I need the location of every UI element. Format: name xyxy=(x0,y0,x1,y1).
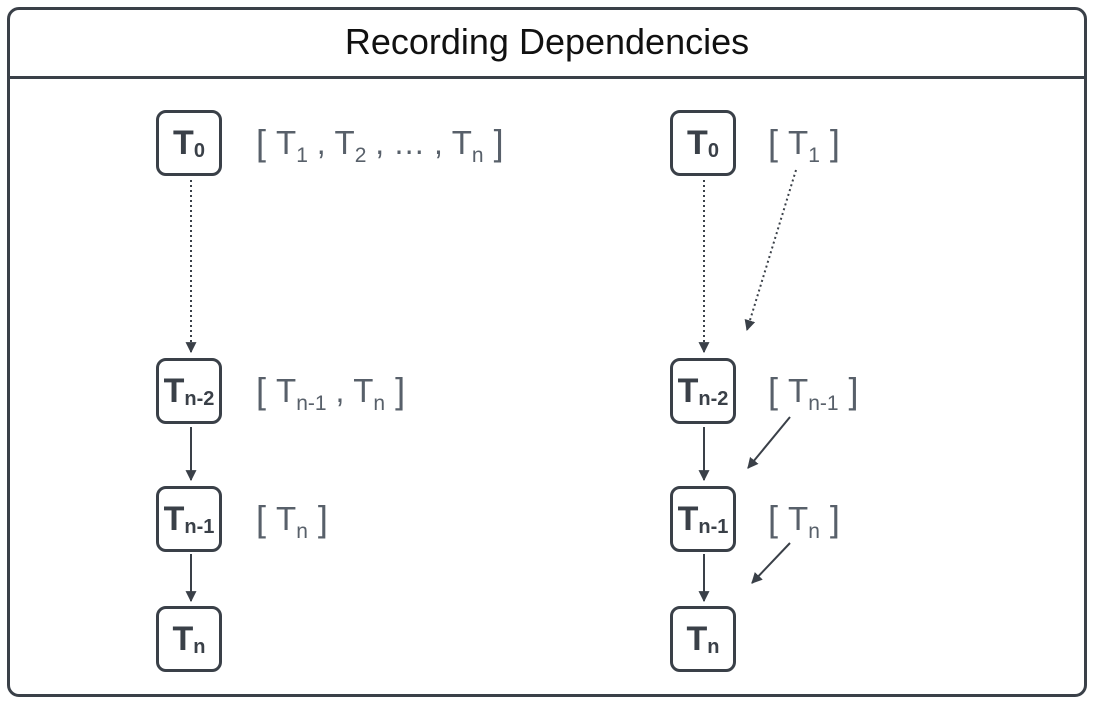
bracket-close: ] xyxy=(385,370,406,411)
bracket-open: [ xyxy=(256,370,277,411)
dependency-item: Tn xyxy=(276,500,308,543)
dependency-subscript: n xyxy=(808,520,820,543)
bracket-close: ] xyxy=(838,370,859,411)
dependency-item: Tn xyxy=(788,500,820,543)
bracket-open: [ xyxy=(768,498,789,539)
deps-left-tn-1: [ Tn ] xyxy=(256,497,328,543)
bracket-close: ] xyxy=(307,498,328,539)
ellipsis: … xyxy=(393,124,426,161)
deps-right-t0: [ T1 ] xyxy=(768,121,840,167)
deps-left-tn-2: [ Tn-1 , Tn ] xyxy=(256,369,406,415)
diagram-frame xyxy=(7,7,1087,697)
dependency-base: T xyxy=(353,372,374,409)
list-separator: , xyxy=(425,124,452,161)
dependency-base: T xyxy=(788,500,809,537)
dependency-item: T1 xyxy=(788,124,820,167)
bracket-open: [ xyxy=(768,122,789,163)
dependency-item: Tn xyxy=(451,124,484,167)
diagram-title: Recording Dependencies xyxy=(344,20,750,62)
dependency-base: T xyxy=(276,500,297,537)
list-separator: , xyxy=(326,372,354,409)
deps-right-tn-2: [ Tn-1 ] xyxy=(768,369,859,415)
dependency-subscript: n xyxy=(296,520,308,543)
dependency-subscript: n-1 xyxy=(808,392,839,415)
dependency-item: T1 xyxy=(276,124,308,167)
bracket-close: ] xyxy=(819,498,840,539)
bracket-close: ] xyxy=(483,122,504,163)
edge-right-list3-to-tn xyxy=(751,542,791,584)
dependency-item: Tn-1 xyxy=(788,372,839,415)
dependency-subscript: 1 xyxy=(808,144,820,167)
dependency-base: T xyxy=(451,124,472,161)
deps-right-tn-1: [ Tn ] xyxy=(768,497,840,543)
bracket-open: [ xyxy=(256,498,277,539)
bracket-close: ] xyxy=(819,122,840,163)
title-bar: Recording Dependencies xyxy=(7,7,1087,79)
dependency-subscript: n-1 xyxy=(296,392,327,415)
edge-right-list1-to-tn2 xyxy=(744,169,797,332)
dependency-subscript: n xyxy=(471,144,484,167)
bracket-open: [ xyxy=(768,370,789,411)
list-separator: , xyxy=(307,124,335,161)
bracket-open: [ xyxy=(256,122,277,163)
deps-left-t0: [ T1 , T2 , … , Tn ] xyxy=(256,121,504,167)
dependency-item: Tn xyxy=(353,372,385,415)
dependency-base: T xyxy=(334,124,355,161)
dependency-base: T xyxy=(788,124,809,161)
dependency-subscript: n xyxy=(373,392,386,415)
dependency-base: T xyxy=(788,372,809,409)
dependency-item: Tn-1 xyxy=(276,372,327,415)
dependency-subscript: 1 xyxy=(296,144,308,167)
edge-right-list2-to-tn1 xyxy=(747,416,791,469)
dependency-item: T2 xyxy=(334,124,367,167)
dependency-base: T xyxy=(276,124,297,161)
list-separator: , xyxy=(366,124,394,161)
dependency-base: T xyxy=(276,372,297,409)
dependency-subscript: 2 xyxy=(354,144,367,167)
